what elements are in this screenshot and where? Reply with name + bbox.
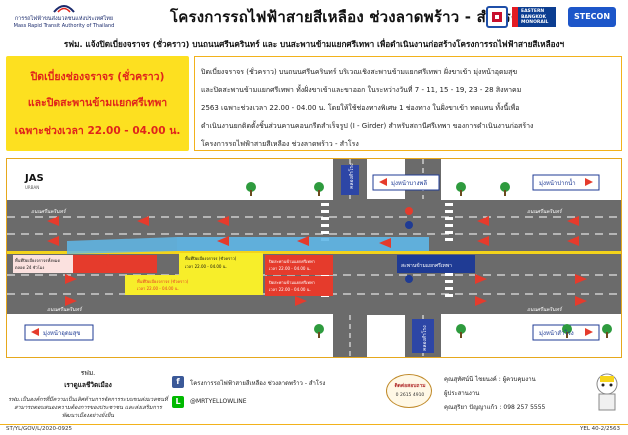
- arrow-right-icon: [585, 328, 593, 336]
- road-label-lower-left: ถนนศรีนครินทร์: [47, 306, 83, 313]
- direction-udomsuk: มุ่งหน้าอุดมสุข: [43, 330, 81, 337]
- contact-badge-title: ติดต่อสอบถาม: [394, 383, 426, 389]
- tree-icons: [246, 182, 612, 338]
- announcement-subtitle: รฟม. แจ้งปิดเบี่ยงจราจร (ชั่วคราว) บนถนน…: [63, 39, 565, 49]
- social-links: f โครงการรถไฟฟ้าสายสีเหลือง ช่วงลาดพร้าว…: [172, 376, 372, 416]
- facebook-text: โครงการรถไฟฟ้าสายสีเหลือง ช่วงลาดพร้าว -…: [190, 380, 326, 387]
- dir-box-paknam: [532, 174, 600, 191]
- bridge-label: สะพานข้ามแยกศรีเทพา: [401, 262, 452, 269]
- bridge-closure-lower-label-2: เวลา 22.00 - 04.00 น.: [269, 287, 311, 292]
- traffic-sign-icon: [405, 221, 413, 229]
- mascot-icon: [596, 373, 618, 411]
- contact-row: คุณสุริยา ปัญญาแก้ว : 098 257 5555: [444, 404, 546, 411]
- footer-tagline: เราดูแลชีวิตเมือง: [64, 381, 112, 389]
- facebook-icon: f: [172, 376, 184, 388]
- facebook-link[interactable]: f โครงการรถไฟฟ้าสายสีเหลือง ช่วงลาดพร้าว…: [172, 376, 372, 390]
- contact-row: ผู้ประสานงาน: [444, 390, 480, 397]
- dir-box-bangphli: [372, 174, 440, 191]
- contact-badge-number: 0 2615 4910: [395, 393, 425, 398]
- description-line: ปิดเบี่ยงจราจร (ชั่วคราว) บนถนนศรีนครินท…: [201, 68, 518, 76]
- headline-line-1: ปิดเบี่ยงช่องจราจร (ชั่วคราว): [30, 71, 165, 83]
- dir-box-udomsuk: [24, 324, 94, 341]
- contact-info: คุณสุทัศน์นี ไชยนงค์ : ผู้ควบคุมงาน ผู้ป…: [444, 374, 584, 424]
- headline-line-2: และปิดสะพานข้ามแยกศรีเทพา: [27, 97, 168, 109]
- bridge-closure-lower-label-1: ปิดสะพานข้ามแยกศรีเทพา: [268, 280, 315, 285]
- bridge-closure-upper-label-2: เวลา 22.00 - 04.00 น.: [269, 266, 311, 271]
- bridge-closure-lower: [265, 276, 333, 296]
- description-line: 2563 เฉพาะช่วงเวลา 22.00 - 04.00 น. โดยใ…: [201, 104, 520, 112]
- line-text: @MRTYELLOWLINE: [190, 398, 247, 405]
- arrow-left-icon: [31, 328, 39, 336]
- traffic-sign-icon: [405, 207, 413, 215]
- road-name-top: คลองสำโรง: [348, 163, 355, 189]
- page-title: โครงการรถไฟฟ้าสายสีเหลือง ช่วงลาดพร้าว -…: [170, 8, 519, 26]
- bridge-band: [177, 237, 429, 251]
- road-label-box-top: [341, 165, 359, 195]
- jas-logo: JAS: [24, 173, 44, 184]
- closure-24h-label-2: ตลอด 24 ชั่วโมง: [15, 265, 44, 270]
- contact-badge: ติดต่อสอบถาม 0 2615 4910: [386, 374, 432, 408]
- closure-description: ปิดเบี่ยงจราจร (ชั่วคราว) บนถนนศรีนครินท…: [194, 56, 622, 151]
- bottom-divider: [0, 424, 628, 425]
- median-line: [7, 251, 621, 254]
- description-line: และปิดสะพานข้ามแยกศรีเทพา ทั้งฝั่งขาเข้า…: [201, 86, 522, 94]
- org-name-english: Mass Rapid Transit Authority of Thailand: [13, 23, 115, 29]
- road-label-box-bottom: [412, 319, 434, 353]
- description-line: โครงการรถไฟฟ้าสายสีเหลือง ช่วงลาดพร้าว -…: [201, 140, 359, 148]
- closure-temp-lower: [125, 275, 263, 295]
- headline-line-3: เฉพาะช่วงเวลา 22.00 - 04.00 น.: [14, 125, 181, 137]
- closure-headline: ปิดเบี่ยงช่องจราจร (ชั่วคราว) และปิดสะพา…: [6, 56, 189, 151]
- direction-samrong: มุ่งหน้าสำโรง: [539, 329, 574, 337]
- closure-24h-label-1: พื้นที่ปิดเบี่ยงจราจรทั้งหมด: [15, 256, 61, 263]
- eastern-bangkok-monorail-logo: EASTERN BANGKOK MONORAIL: [512, 7, 556, 27]
- bridge-closure-upper: [265, 255, 333, 275]
- road-label-lower-right: ถนนศรีนครินทร์: [527, 306, 563, 313]
- document-number: YEL 40-2/2563: [580, 426, 620, 432]
- bridge-label-box: [397, 255, 475, 273]
- closure-temp-upper: [179, 253, 263, 275]
- road-label-upper-right: ถนนศรีนครินทร์: [527, 208, 563, 215]
- footer-org: รฟม.: [80, 369, 96, 377]
- road-name-bottom: คลองสำโรง: [421, 325, 428, 351]
- closure-temp-lower-label-1: พื้นที่ปิดเบี่ยงจราจร (ชั่วคราว): [137, 277, 189, 284]
- org-name-thai: การรถไฟฟ้าขนส่งมวลชนแห่งประเทศไทย: [14, 16, 114, 22]
- traffic-sign-icon: [405, 275, 413, 283]
- yellow-line-logo-icon: [486, 6, 508, 28]
- document-code: ST/YL/GOV/L/2020-0925: [6, 426, 72, 432]
- bridge-closure-upper-label-1: ปิดสะพานข้ามแยกศรีเทพา: [268, 259, 315, 264]
- line-link[interactable]: L @MRTYELLOWLINE: [172, 396, 372, 410]
- line-icon: L: [172, 396, 184, 408]
- direction-paknam: มุ่งหน้าปากน้ำ: [539, 177, 576, 187]
- header: การรถไฟฟ้าขนส่งมวลชนแห่งประเทศไทย Mass R…: [0, 0, 628, 34]
- mrta-emblem-icon: [53, 5, 75, 13]
- footer: รฟม. เราดูแลชีวิตเมือง รฟม.เป็นองค์กรที่…: [0, 360, 628, 435]
- jas-logo-sub: URBAN: [25, 185, 39, 190]
- description-line: ดำเนินงานยกติดตั้งชิ้นส่วนคานคอนกรีตสำเร…: [201, 122, 534, 130]
- footer-vision: รฟม.เป็นองค์กรที่มีความเป็นเลิศด้านการจั…: [8, 397, 168, 419]
- footer-slogan: รฟม. เราดูแลชีวิตเมือง รฟม.เป็นองค์กรที่…: [8, 366, 168, 426]
- arrow-right-icon: [585, 178, 593, 186]
- traffic-diagram-svg: JAS URBAN ถนนศรีนครินทร์ ถนนศรีนครินทร์ …: [7, 159, 621, 357]
- arrow-left-icon: [379, 178, 387, 186]
- closure-temp-upper-label-2: เวลา 22.00 - 04.00 น.: [185, 264, 227, 269]
- contact-row: คุณสุทัศน์นี ไชยนงค์ : ผู้ควบคุมงาน: [444, 376, 536, 383]
- direction-bangphli: มุ่งหน้าบางพลี: [391, 179, 427, 187]
- red-arrow-icons: [47, 216, 579, 266]
- stecon-logo: STECON: [568, 7, 616, 27]
- road-label-upper-left: ถนนศรีนครินทร์: [31, 208, 67, 215]
- closure-temp-lower-label-2: เวลา 22.00 - 04.00 น.: [137, 286, 179, 291]
- closure-temp-upper-label-1: พื้นที่ปิดเบี่ยงจราจร (ชั่วคราว): [185, 254, 237, 261]
- mrta-logo: การรถไฟฟ้าขนส่งมวลชนแห่งประเทศไทย Mass R…: [4, 2, 124, 32]
- traffic-diagram: JAS URBAN ถนนศรีนครินทร์ ถนนศรีนครินทร์ …: [6, 158, 622, 358]
- red-arrow-right-icons: [65, 274, 587, 306]
